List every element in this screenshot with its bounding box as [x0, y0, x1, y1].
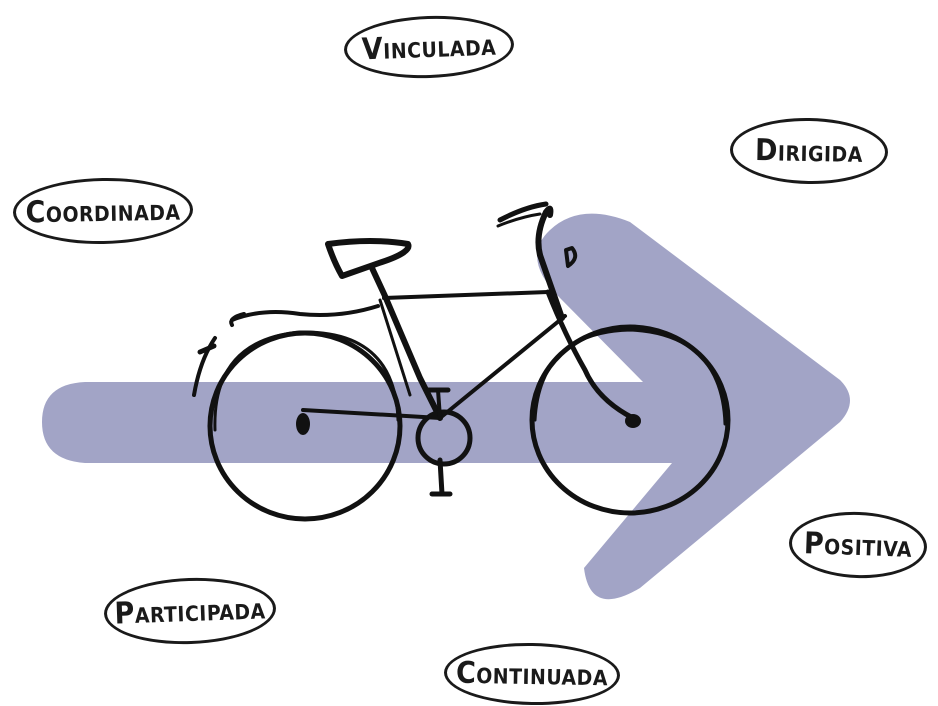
- diagram-canvas: Vinculada Dirigida Coordinada Positiva P…: [0, 0, 938, 706]
